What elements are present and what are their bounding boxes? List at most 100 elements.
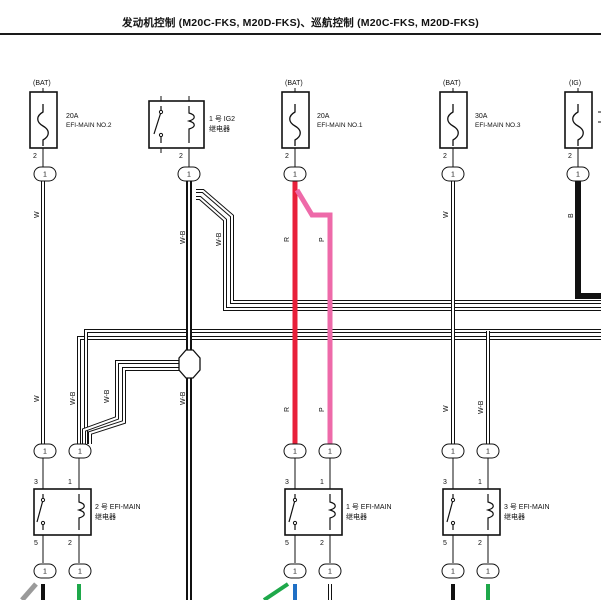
wire-label: R [284, 407, 291, 412]
pin-number: 1 [320, 479, 324, 486]
wire-black-ig [575, 181, 601, 299]
wire-label: W [34, 395, 41, 402]
wire-label: P [319, 237, 326, 242]
svg-text:1: 1 [328, 569, 332, 576]
svg-text:1: 1 [43, 449, 47, 456]
wire-label: W [34, 211, 41, 218]
fuse-name: EFI-MAIN NO.2 [66, 122, 112, 129]
connector-top-2: 1 [177, 166, 201, 182]
connector-bot-5: 1 [441, 563, 465, 579]
wire-label: W-B [104, 389, 111, 403]
fuse-source-label: (BAT) [285, 80, 303, 87]
svg-text:1: 1 [78, 449, 82, 456]
wire-label: R [284, 237, 291, 242]
pin-number: 3 [34, 479, 38, 486]
pin-number: 2 [68, 540, 72, 547]
connector-top-1: 1 [33, 166, 57, 182]
connector-bot-6: 1 [476, 563, 500, 579]
svg-text:1: 1 [486, 569, 490, 576]
connector-top-5: 1 [566, 166, 590, 182]
wire-label: W-B [180, 230, 187, 244]
svg-text:1: 1 [293, 449, 297, 456]
pin-number: 5 [443, 540, 447, 547]
relay-name-2: 继电器 [504, 512, 525, 521]
wire-label: B [568, 213, 575, 218]
connector-mid-4: 1 [318, 443, 342, 459]
svg-text:1: 1 [43, 172, 47, 179]
svg-text:1: 1 [451, 569, 455, 576]
splice-point [178, 349, 201, 379]
fuse-efi-main-no3: (BAT) 30A EFI-MAIN NO.3 2 [439, 80, 521, 160]
fuse-source-label: (BAT) [33, 80, 51, 87]
relay-efi-main-2: 3 1 5 2 2 号 EFI-MAIN 继电器 [33, 479, 141, 547]
relay-name-2: 继电器 [209, 124, 230, 133]
wire-label: P [319, 407, 326, 412]
fuse-ig: (IG) 2 [564, 80, 601, 160]
fuse-name: EFI-MAIN NO.1 [317, 122, 363, 129]
pin-number: 2 [320, 540, 324, 547]
fuse-rating: 20A [66, 113, 79, 120]
pin-number: 2 [478, 540, 482, 547]
wire-pink [294, 188, 333, 444]
svg-text:1: 1 [187, 172, 191, 179]
relay-efi-main-3: 3 1 5 2 3 号 EFI-MAIN 继电器 [442, 479, 550, 547]
relay-name: 3 号 EFI-MAIN [504, 503, 550, 511]
pin-number: 2 [568, 153, 572, 160]
svg-text:1: 1 [328, 449, 332, 456]
connector-mid-5: 1 [441, 443, 465, 459]
wire-bottom-green-diag [262, 582, 290, 600]
wire-wb-ig2-branch [196, 189, 601, 311]
connector-mid-3: 1 [283, 443, 307, 459]
fuse-source-label: (BAT) [443, 80, 461, 87]
relay-name-2: 继电器 [346, 512, 367, 521]
connector-mid-2: 1 [68, 443, 92, 459]
fuse-rating: 20A [317, 113, 330, 120]
fuse-rating: 30A [475, 113, 488, 120]
wire-bottom-gray [20, 582, 38, 600]
fuse-name: EFI-MAIN NO.3 [475, 122, 521, 129]
wire-label: W [443, 405, 450, 412]
relay-name: 1 号 IG2 [209, 115, 235, 123]
connector-mid-1: 1 [33, 443, 57, 459]
wire-label: W [443, 211, 450, 218]
relay-efi-main-1: 3 1 5 2 1 号 EFI-MAIN 继电器 [284, 479, 392, 547]
svg-text:1: 1 [293, 569, 297, 576]
connector-mid-6: 1 [476, 443, 500, 459]
pin-number: 2 [443, 153, 447, 160]
pin-number: 1 [478, 479, 482, 486]
svg-text:1: 1 [43, 569, 47, 576]
relay-name: 2 号 EFI-MAIN [95, 503, 141, 511]
wire-wb-bus [77, 329, 601, 444]
page-title: 发动机控制 (M20C-FKS, M20D-FKS)、巡航控制 (M20C-FK… [122, 17, 479, 29]
connector-bot-1: 1 [33, 563, 57, 579]
fuse-efi-main-no1: (BAT) 20A EFI-MAIN NO.1 2 [281, 80, 363, 160]
wire-wb-efi2-branch [82, 360, 182, 444]
svg-text:1: 1 [78, 569, 82, 576]
svg-text:1: 1 [451, 172, 455, 179]
connector-bot-3: 1 [283, 563, 307, 579]
pin-number: 3 [443, 479, 447, 486]
wire-label: W-B [478, 400, 485, 414]
relay-name: 1 号 EFI-MAIN [346, 503, 392, 511]
relay-name-2: 继电器 [95, 512, 116, 521]
connector-bot-2: 1 [68, 563, 92, 579]
wire-label: W-B [70, 391, 77, 405]
relay-ig2: 1 号 IG2 继电器 2 [148, 96, 235, 160]
pin-number: 2 [33, 153, 37, 160]
pin-number: 1 [68, 479, 72, 486]
wire-label: W-B [180, 391, 187, 405]
pin-number: 3 [285, 479, 289, 486]
connector-bot-4: 1 [318, 563, 342, 579]
connector-top-4: 1 [441, 166, 465, 182]
pin-number: 5 [285, 540, 289, 547]
svg-text:1: 1 [576, 172, 580, 179]
wire-label: W-B [216, 232, 223, 246]
pin-number: 2 [179, 153, 183, 160]
svg-text:1: 1 [486, 449, 490, 456]
pin-number: 5 [34, 540, 38, 547]
title-divider [0, 33, 601, 35]
svg-text:1: 1 [451, 449, 455, 456]
pin-number: 2 [285, 153, 289, 160]
fuse-source-label: (IG) [569, 80, 581, 87]
